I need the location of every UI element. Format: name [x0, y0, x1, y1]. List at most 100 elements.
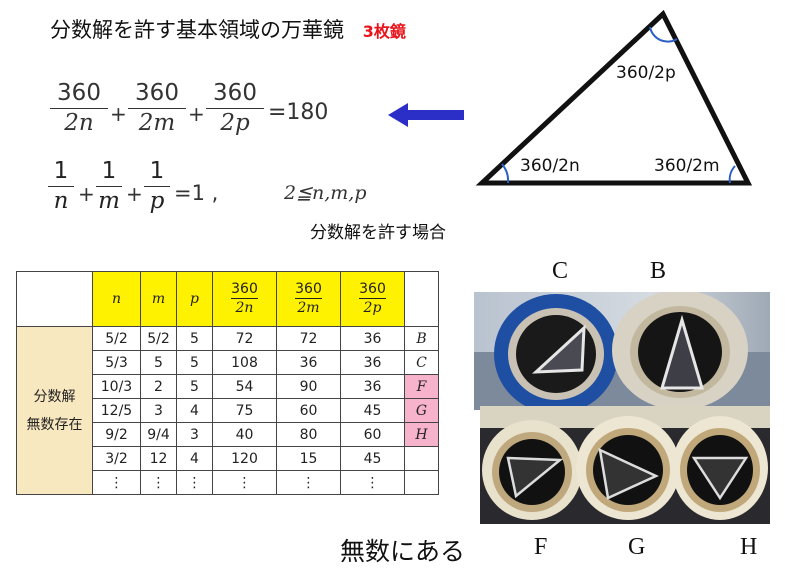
mirror-count-tag: 3枚鏡 [362, 22, 406, 41]
cell-angle-p: 60 [340, 422, 405, 447]
denominator: m [98, 188, 120, 214]
header-m: m [140, 271, 177, 327]
cell-angle-m: 60 [276, 398, 341, 423]
cell-angle-m: 90 [276, 374, 341, 399]
numerator: 360 [57, 80, 101, 106]
cell-label: C [404, 350, 439, 375]
cell-n: 5/2 [92, 326, 141, 351]
photo-label-c: C [552, 258, 569, 284]
fraction-360-2p: 360 2p [206, 82, 264, 135]
table-row: 分数解 無数存在 5/2 5/2 5 72 72 36 B [16, 326, 439, 495]
numerator: 360 [213, 80, 257, 106]
numerator: 1 [149, 158, 165, 184]
fraction-1-n: 1 n [48, 160, 74, 213]
side-label-line-2: 無数存在 [26, 416, 83, 433]
header-corner [16, 271, 93, 327]
mirror-triangle-diagram [475, 9, 753, 186]
cell-angle-m: 72 [276, 326, 341, 351]
fraction-solution-caption: 分数解を許す場合 [310, 223, 446, 243]
denominator: 2p [220, 110, 250, 136]
photo-label-g: G [628, 534, 646, 560]
cell-angle-p: 36 [340, 326, 405, 351]
header-n: n [92, 271, 141, 327]
denominator: 2n [235, 300, 254, 316]
cell-angle-p: 45 [340, 398, 405, 423]
cell-n: 9/2 [92, 422, 141, 447]
table-row: ⋮ ⋮ ⋮ ⋮ ⋮ ⋮ [17, 470, 439, 495]
angle-label-left: 360/2n [520, 156, 580, 176]
page-title: 分数解を許す基本領域の万華鏡 3枚鏡 [50, 14, 406, 44]
kaleidoscope-photo-fgh [480, 406, 770, 524]
cell-label: H [404, 422, 439, 447]
cell-n: ⋮ [92, 470, 141, 495]
numerator: 360 [135, 80, 179, 106]
denominator: 2m [297, 300, 320, 316]
cell-angle-n: 75 [212, 398, 277, 423]
cell-p: 4 [176, 446, 213, 471]
cell-m: 3 [140, 398, 177, 423]
cell-n: 5/3 [92, 350, 141, 375]
cell-m: 5/2 [140, 326, 177, 351]
cell-m: 5 [140, 350, 177, 375]
photo-label-b: B [650, 258, 667, 284]
photo-label-f: F [534, 534, 548, 560]
denominator: p [149, 188, 165, 214]
cell-angle-m: 80 [276, 422, 341, 447]
cell-n: 3/2 [92, 446, 141, 471]
table-row: 10/3 2 5 54 90 36 F [17, 374, 439, 399]
cell-p: 5 [176, 374, 213, 399]
kaleidoscope-photo-cb [474, 292, 770, 410]
cell-m: 9/4 [140, 422, 177, 447]
angle-label-top: 360/2p [616, 63, 676, 83]
cell-angle-n: ⋮ [212, 470, 277, 495]
table-row: 9/2 9/4 3 40 80 60 H [17, 422, 439, 447]
cell-label: F [404, 374, 439, 399]
cell-angle-p: ⋮ [340, 470, 405, 495]
fraction-360-2m: 360 2m [128, 82, 186, 135]
left-arrow-icon [388, 103, 464, 127]
numerator: 1 [53, 158, 69, 184]
fraction-360-2n: 360 2n [50, 82, 108, 135]
cell-angle-p: 36 [340, 374, 405, 399]
header-label [404, 271, 439, 327]
side-label-line-1: 分数解 [33, 388, 76, 405]
table-row: 5/3 5 5 108 36 36 C [17, 350, 439, 375]
cell-angle-m: ⋮ [276, 470, 341, 495]
cell-p: 3 [176, 422, 213, 447]
numerator: 360 [231, 281, 258, 297]
plus-sign: + [126, 182, 143, 206]
cell-angle-p: 36 [340, 350, 405, 375]
cell-n: 12/5 [92, 398, 141, 423]
numerator: 360 [295, 281, 322, 297]
cell-p: 5 [176, 326, 213, 351]
cell-m: 2 [140, 374, 177, 399]
cell-angle-n: 54 [212, 374, 277, 399]
cell-label [404, 470, 439, 495]
equals-180: =180 [268, 100, 329, 125]
cell-label: B [404, 326, 439, 351]
cell-angle-n: 108 [212, 350, 277, 375]
numerator: 360 [359, 281, 386, 297]
denominator: 2p [363, 300, 382, 316]
cell-angle-n: 40 [212, 422, 277, 447]
plus-sign: + [78, 182, 95, 206]
fraction-1-m: 1 m [96, 160, 122, 213]
cell-angle-n: 72 [212, 326, 277, 351]
cell-p: 5 [176, 350, 213, 375]
cell-m: 12 [140, 446, 177, 471]
cell-label: G [404, 398, 439, 423]
denominator: 2n [64, 110, 94, 136]
side-label-cell: 分数解 無数存在 [16, 326, 93, 495]
cell-angle-m: 15 [276, 446, 341, 471]
cell-m: ⋮ [140, 470, 177, 495]
denominator: 2m [138, 110, 176, 136]
cell-n: 10/3 [92, 374, 141, 399]
cell-p: 4 [176, 398, 213, 423]
cell-label [404, 446, 439, 471]
equals-one: =1 , [174, 181, 219, 205]
